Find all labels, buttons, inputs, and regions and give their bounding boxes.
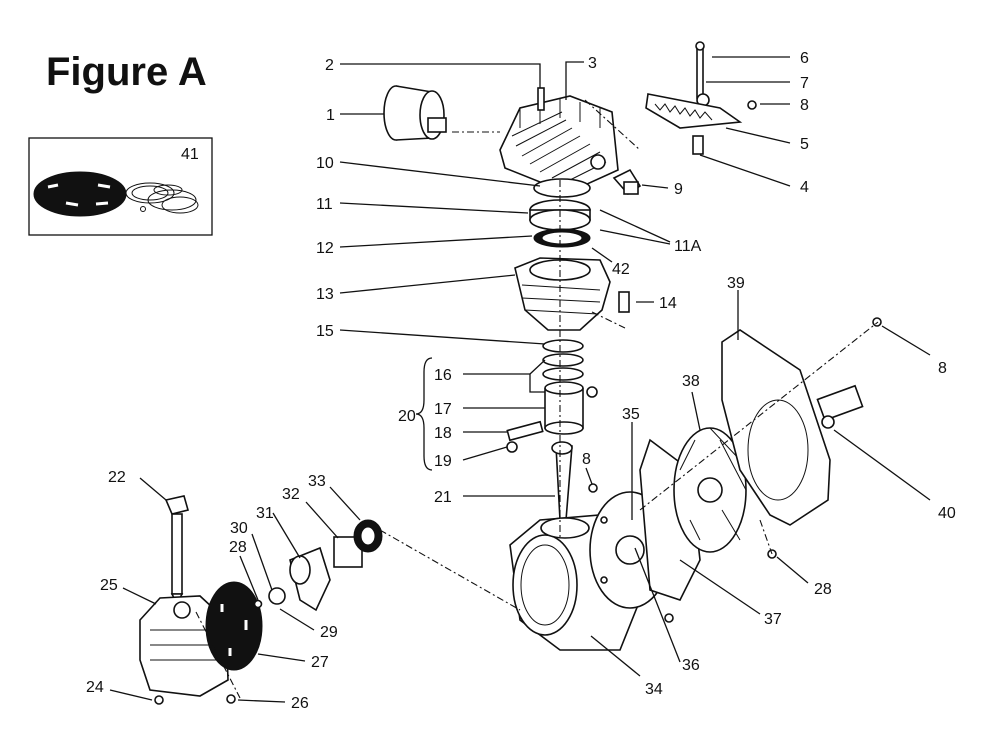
callout-37: 37: [764, 611, 782, 628]
fan-blade: [673, 427, 747, 553]
callout-22: 22: [108, 469, 126, 486]
connecting-rod: [551, 441, 573, 521]
callout-18: 18: [434, 425, 452, 442]
callout-24: 24: [86, 679, 104, 696]
callout-1: 1: [326, 107, 335, 124]
callout-25: 25: [100, 577, 118, 594]
inset-gasket-kit: [28, 137, 213, 236]
callout-21: 21: [434, 489, 452, 506]
callout-35: 35: [622, 406, 640, 423]
callout-16: 16: [434, 367, 452, 384]
bearing-set: [253, 519, 383, 612]
callout-13: 13: [316, 286, 334, 303]
unloader-bracket: [645, 41, 757, 155]
callout-19: 19: [434, 453, 452, 470]
callout-31: 31: [256, 505, 274, 522]
callout-38: 38: [682, 373, 700, 390]
leader-lines: [109, 56, 931, 703]
callout-3: 3: [588, 55, 597, 72]
figure-title: Figure A: [46, 50, 207, 94]
callout-9: 9: [674, 181, 683, 198]
cylinder-head: [499, 87, 619, 186]
screw-36: [664, 613, 674, 623]
callout-34: 34: [645, 681, 663, 698]
callout-8-right: 8: [938, 360, 947, 377]
callout-33: 33: [308, 473, 326, 490]
cover-gasket: [205, 581, 263, 671]
drain-valve: [164, 495, 189, 606]
callout-27: 27: [311, 654, 329, 671]
callout-40: 40: [938, 505, 956, 522]
callout-29: 29: [320, 624, 338, 641]
head-bolt: [537, 87, 545, 111]
callout-10: 10: [316, 155, 334, 172]
screw-8-mid: [588, 483, 598, 493]
callout-11: 11: [316, 196, 333, 213]
shroud: [721, 329, 864, 526]
callout-2: 2: [325, 57, 334, 74]
screw-26: [226, 694, 236, 704]
callout-labels: 1 2 3 4 5 6 7 8 8 8 9 10 11 11A 12 13 14…: [86, 50, 956, 712]
callout-14: 14: [659, 295, 677, 312]
callout-12: 12: [316, 240, 334, 257]
callout-26: 26: [291, 695, 309, 712]
callout-8-top: 8: [800, 97, 809, 114]
callout-30: 30: [230, 520, 248, 537]
gasket-plate: [33, 171, 127, 217]
callout-8-mid: 8: [582, 451, 591, 468]
callout-5: 5: [800, 136, 809, 153]
callout-6: 6: [800, 50, 809, 67]
screw-8: [872, 317, 882, 327]
callout-4: 4: [800, 179, 809, 196]
air-filter: [383, 85, 447, 141]
callout-28-left: 28: [229, 539, 247, 556]
elbow-fitting: [612, 168, 642, 196]
callout-20: 20: [398, 408, 416, 425]
callout-36: 36: [682, 657, 700, 674]
callout-7: 7: [800, 75, 809, 92]
piston-assembly: [506, 339, 598, 453]
callout-15: 15: [316, 323, 334, 340]
callout-17: 17: [434, 401, 452, 418]
callout-39: 39: [727, 275, 745, 292]
callout-42: 42: [612, 261, 630, 278]
screw-24: [154, 695, 164, 705]
callout-41: 41: [181, 146, 199, 163]
callout-32: 32: [282, 486, 300, 503]
callout-28-right: 28: [814, 581, 832, 598]
callout-11a: 11A: [674, 238, 702, 255]
